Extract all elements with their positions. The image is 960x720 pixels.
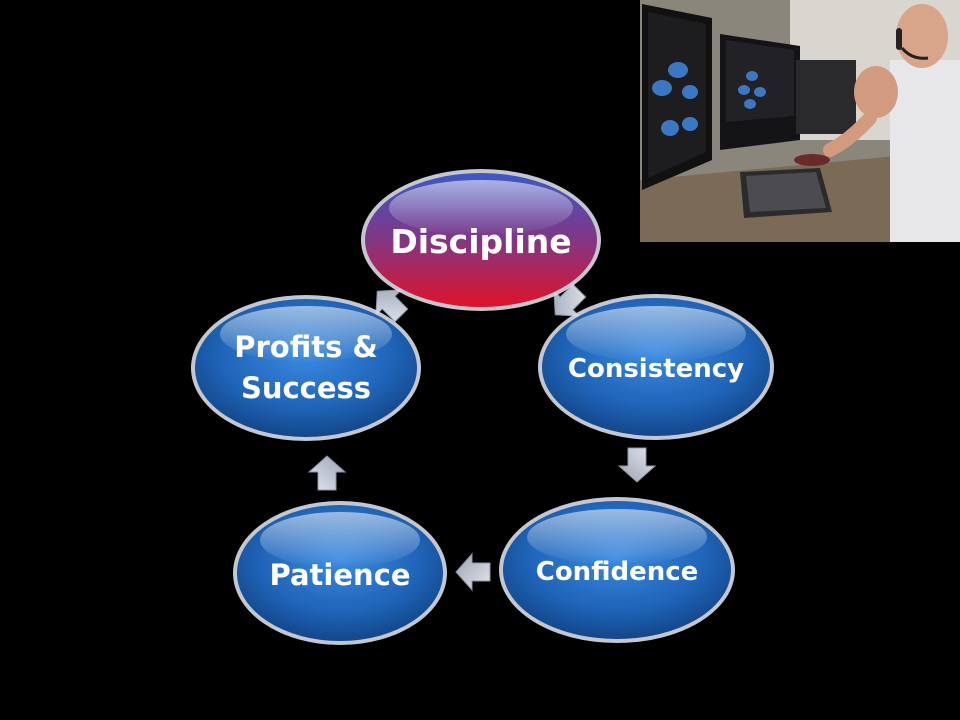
node-profits: Profits & Success <box>191 295 421 441</box>
node-profits-label-line1: Profits & <box>234 330 378 364</box>
node-patience-label: Patience <box>269 558 410 592</box>
node-patience: Patience <box>233 501 447 645</box>
flow-arrows <box>307 283 657 592</box>
node-consistency-label: Consistency <box>568 354 744 384</box>
arrow-confidence-to-patience <box>455 552 491 592</box>
node-profits-label-line2: Success <box>241 371 371 405</box>
node-discipline: Discipline <box>361 169 601 311</box>
node-confidence-label: Confidence <box>536 557 699 587</box>
presenter-webcam <box>640 0 960 242</box>
arrow-patience-to-profits <box>307 455 347 491</box>
node-consistency: Consistency <box>538 294 774 440</box>
arrow-profits-to-discipline <box>375 289 409 323</box>
presenter-webcam-icon <box>640 0 960 242</box>
node-discipline-label: Discipline <box>390 222 571 261</box>
node-confidence: Confidence <box>499 497 735 643</box>
arrow-consistency-to-confidence <box>617 447 657 483</box>
